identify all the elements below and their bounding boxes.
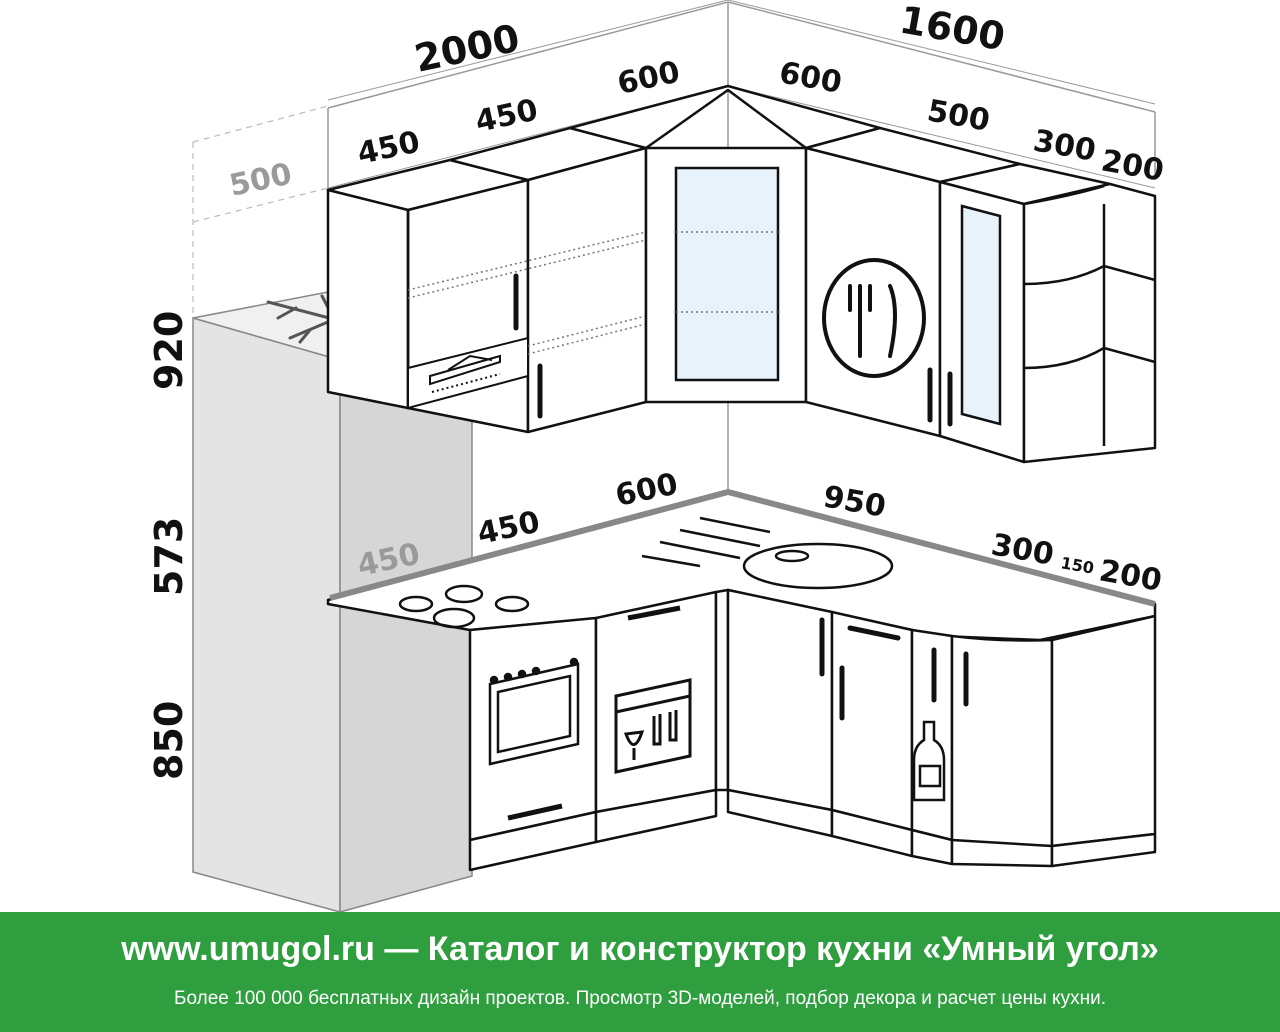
upper-right-glass [960, 204, 1002, 426]
dim-height-base: 850 [147, 701, 191, 780]
dim-upper-corner-left: 600 [614, 55, 683, 102]
dim-upper-w7: 200 [1099, 143, 1167, 188]
corner-shelves [1023, 184, 1156, 446]
dim-upper-w1: 450 [354, 125, 423, 172]
base-handles [819, 617, 969, 721]
backsplash-edge [329, 488, 1156, 607]
dim-upper-w2: 450 [472, 93, 541, 140]
oven-icon [488, 657, 580, 821]
sink-icon [641, 516, 894, 590]
dim-upper-w5: 500 [925, 93, 993, 138]
hood-icon [407, 336, 529, 410]
cutlery-plate-icon [822, 258, 926, 378]
dim-height-upper: 920 [147, 311, 191, 390]
dim-base-w6: 150 [1059, 553, 1095, 578]
bottle-icon [912, 720, 946, 802]
dim-height-gap: 573 [147, 517, 191, 596]
banner-subtitle: Более 100 000 бесплатных дизайн проектов… [174, 988, 1106, 1009]
hob-icon [398, 584, 530, 629]
upper-corner-cabinet [644, 146, 808, 404]
kitchen-diagram: 2000 1600 500 450 450 600 600 500 300 20… [147, 0, 1167, 912]
dishwasher-icon [614, 605, 692, 774]
dim-upper-corner-right: 600 [777, 55, 845, 100]
dim-depth-ghost: 500 [226, 157, 295, 204]
upper-handles-right [927, 367, 953, 427]
dim-upper-w6: 300 [1031, 123, 1099, 168]
promo-banner: www.umugol.ru — Каталог и конструктор ку… [0, 912, 1280, 1032]
banner-title[interactable]: www.umugol.ru — Каталог и конструктор ку… [121, 930, 1159, 968]
